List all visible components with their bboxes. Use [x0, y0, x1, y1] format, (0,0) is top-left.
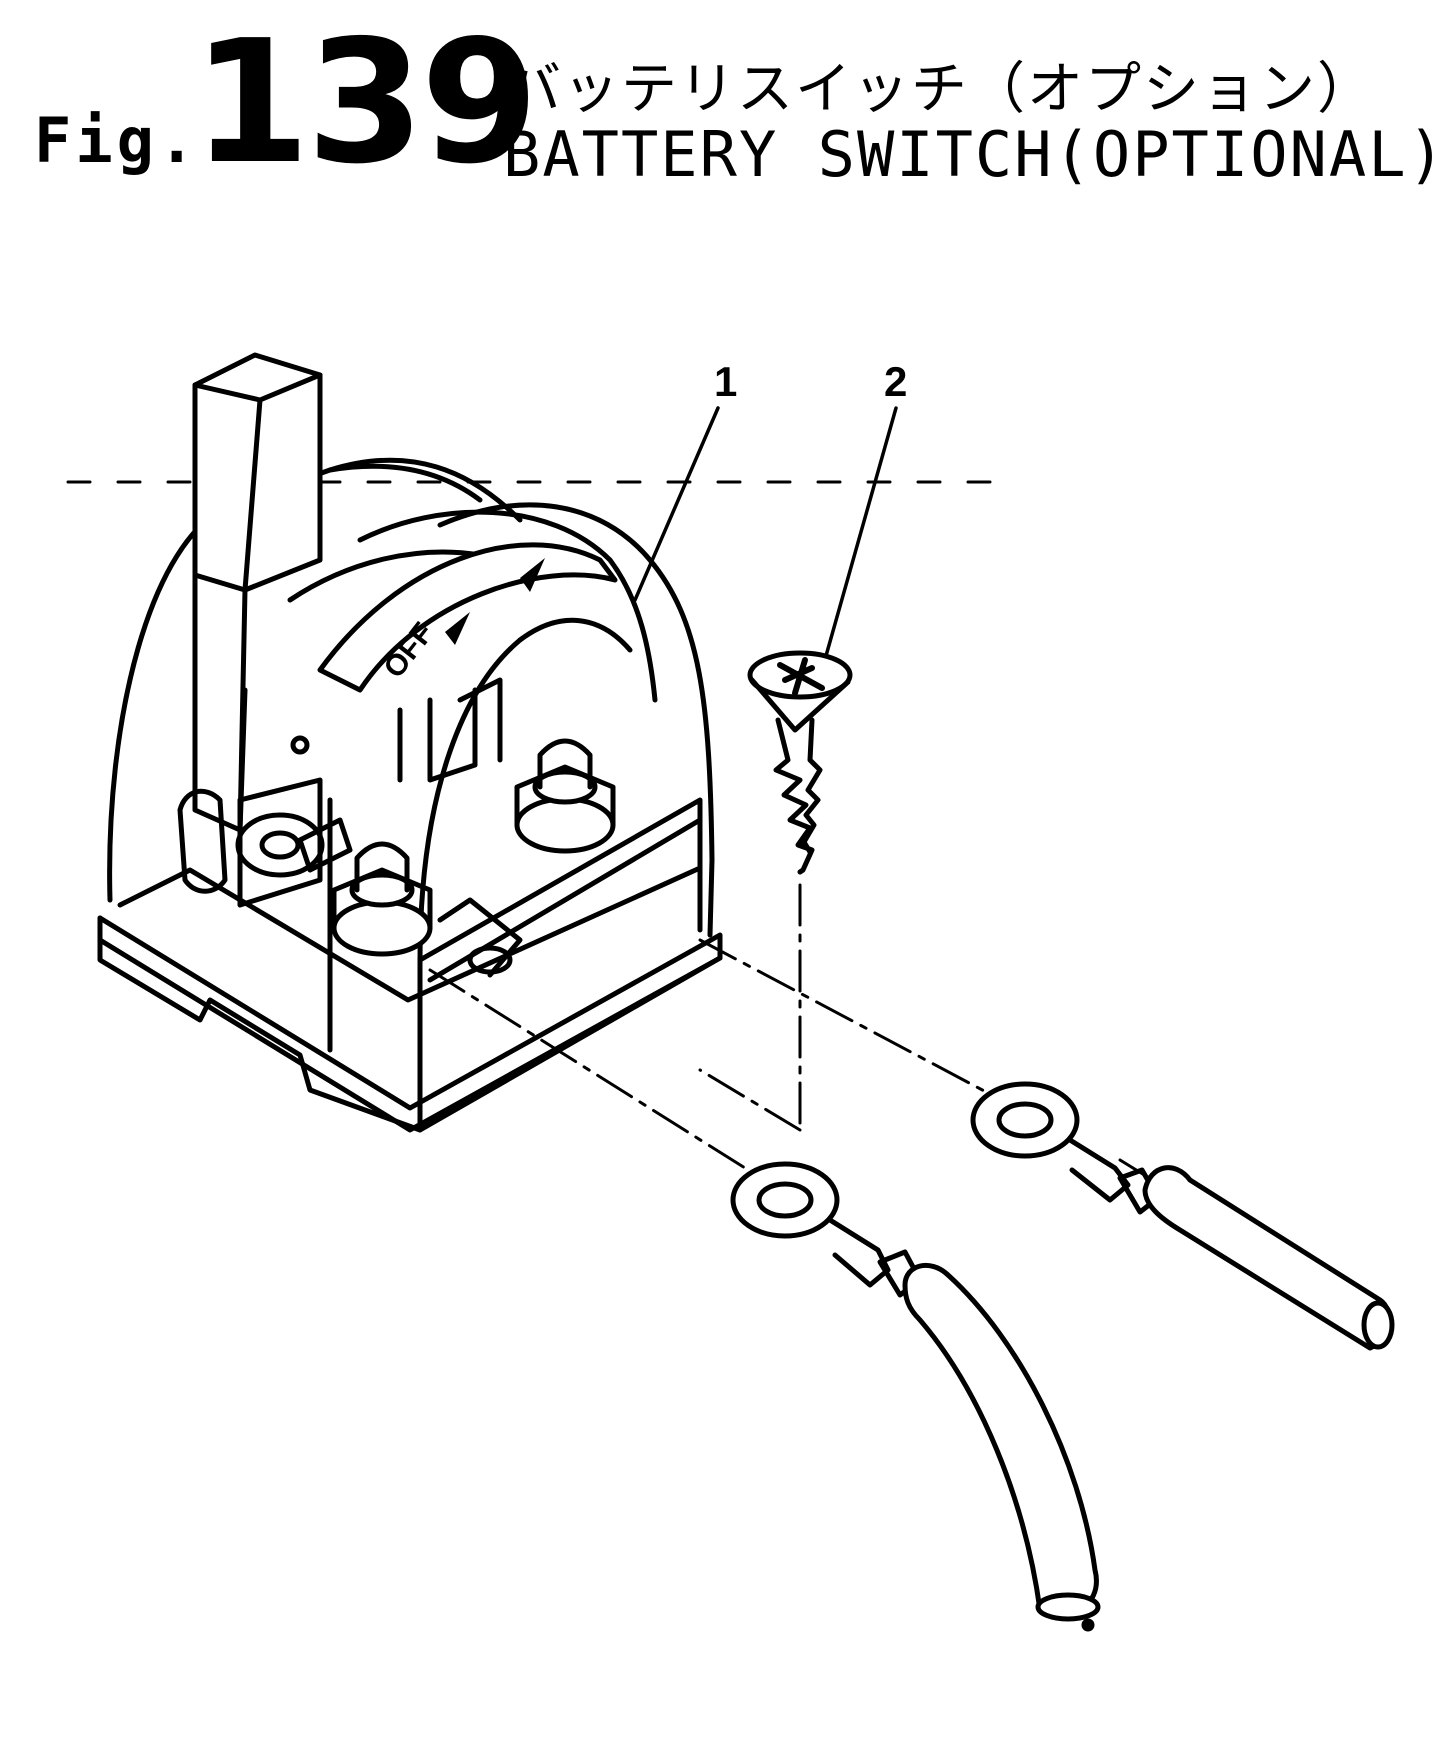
screw: [747, 650, 853, 875]
ring-terminal-cable-lower: [730, 1161, 1101, 1632]
figure-number: 139: [192, 4, 539, 202]
figure-title-japanese: バッテリスイッチ（オプション）: [505, 57, 1375, 122]
switch-body: OFF: [97, 457, 723, 1133]
figure-title-english: BATTERY SWITCH(OPTIONAL): [503, 118, 1436, 191]
callout-1-label: 1: [714, 358, 738, 405]
figure-header: Fig. 139 バッテリスイッチ（オプション） BATTERY SWITCH(…: [0, 0, 1436, 200]
switch-lever: [192, 352, 323, 833]
leader-lines: [633, 406, 898, 672]
figure-prefix: Fig.: [34, 104, 200, 177]
callout-2-label: 2: [884, 358, 908, 405]
ring-terminal-cable-upper: [970, 1081, 1395, 1351]
